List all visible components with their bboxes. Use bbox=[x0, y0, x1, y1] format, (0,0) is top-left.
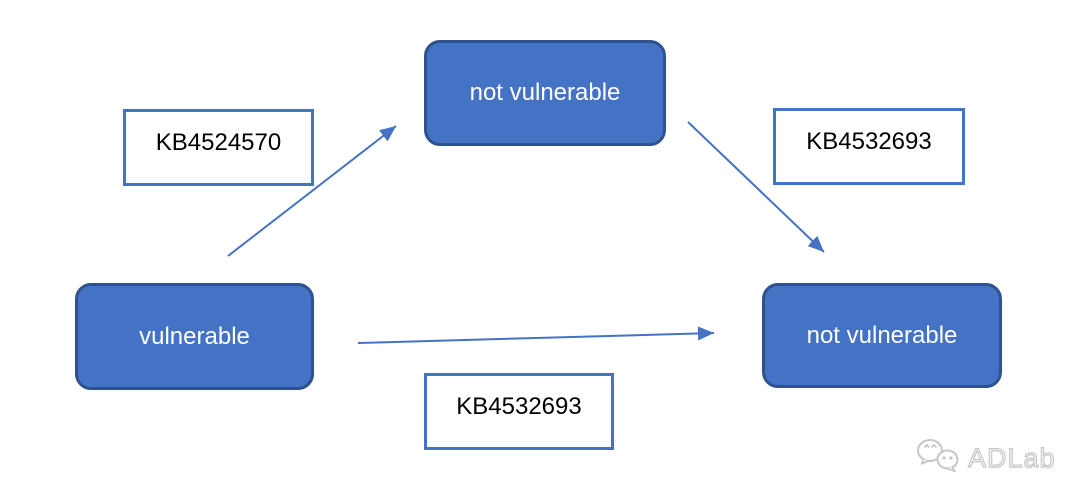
node-not-vulnerable-right: not vulnerable bbox=[762, 283, 1002, 388]
wechat-icon bbox=[916, 438, 962, 479]
edge-label-kb4532693-top-right-text: KB4532693 bbox=[806, 127, 932, 155]
watermark: ADLab bbox=[916, 438, 1056, 479]
node-vulnerable: vulnerable bbox=[75, 283, 314, 390]
node-not-vulnerable-top-label: not vulnerable bbox=[469, 79, 621, 106]
edge-label-kb4524570-text: KB4524570 bbox=[155, 128, 282, 156]
edge-label-kb4532693-bottom-text: KB4532693 bbox=[456, 392, 582, 420]
arrow-vulnerable-to-right bbox=[357, 326, 715, 344]
watermark-label: ADLab bbox=[968, 443, 1056, 474]
edge-label-kb4524570: KB4524570 bbox=[123, 109, 314, 186]
edge-label-kb4532693-bottom: KB4532693 bbox=[424, 373, 614, 450]
node-not-vulnerable-right-label: not vulnerable bbox=[806, 321, 958, 349]
edge-label-kb4532693-top-right: KB4532693 bbox=[773, 108, 965, 185]
node-vulnerable-label: vulnerable bbox=[139, 322, 250, 350]
node-not-vulnerable-top: not vulnerable bbox=[424, 40, 666, 146]
